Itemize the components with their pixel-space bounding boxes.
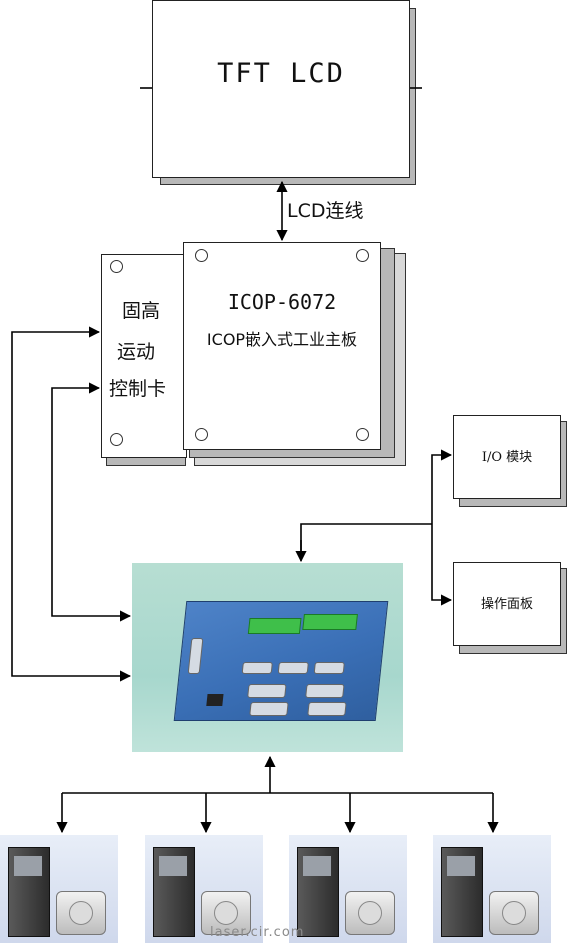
mainboard-hole — [356, 428, 369, 441]
operation-panel-label: 操作面板 — [480, 597, 533, 612]
motor-face — [214, 901, 238, 925]
mainboard-hole — [195, 249, 208, 262]
motor-face — [502, 901, 526, 925]
drive-panel — [159, 856, 187, 876]
servo-motor — [201, 891, 251, 935]
servo-motor — [56, 891, 106, 935]
motion-card-hole — [110, 260, 123, 273]
servo-drive-photo — [433, 835, 551, 943]
motion-card-link-outer — [11, 326, 132, 682]
drive-panel — [14, 856, 42, 876]
board-to-modules-link — [300, 523, 432, 560]
servo-drive — [297, 847, 339, 937]
operation-panel-link — [431, 524, 453, 606]
lcd-box — [152, 0, 410, 178]
servo-motor — [345, 891, 395, 935]
mainboard-hole — [356, 249, 369, 262]
drive-panel — [447, 856, 475, 876]
servo-drive-photo — [0, 835, 118, 943]
mainboard-title: ICOP-6072 — [227, 290, 337, 314]
mainboard-subtitle: ICOP嵌入式工业主板 — [206, 330, 358, 349]
watermark: laser.cir.com — [210, 925, 305, 940]
operation-panel-box — [453, 562, 561, 646]
mainboard-hole — [195, 428, 208, 441]
servo-drive — [8, 847, 50, 937]
lcd-title: TFT LCD — [217, 58, 345, 89]
mainboard-box — [183, 242, 381, 450]
controller-board-photo — [132, 563, 403, 752]
drive-panel — [303, 856, 331, 876]
servo-drive-photo — [289, 835, 407, 943]
io-module-label: I/O 模块 — [481, 450, 533, 465]
servo-drive — [153, 847, 195, 937]
motor-face — [69, 901, 93, 925]
motor-face — [358, 901, 382, 925]
lcd-link-label: LCD连线 — [287, 200, 364, 222]
servo-motor — [489, 891, 539, 935]
motion-card-line1: 固高 — [122, 300, 161, 322]
io-module-box — [453, 415, 561, 499]
motion-card-link-inner — [51, 382, 132, 622]
io-module-link — [431, 449, 453, 524]
servo-drive-photo — [145, 835, 263, 943]
servo-drive — [441, 847, 483, 937]
